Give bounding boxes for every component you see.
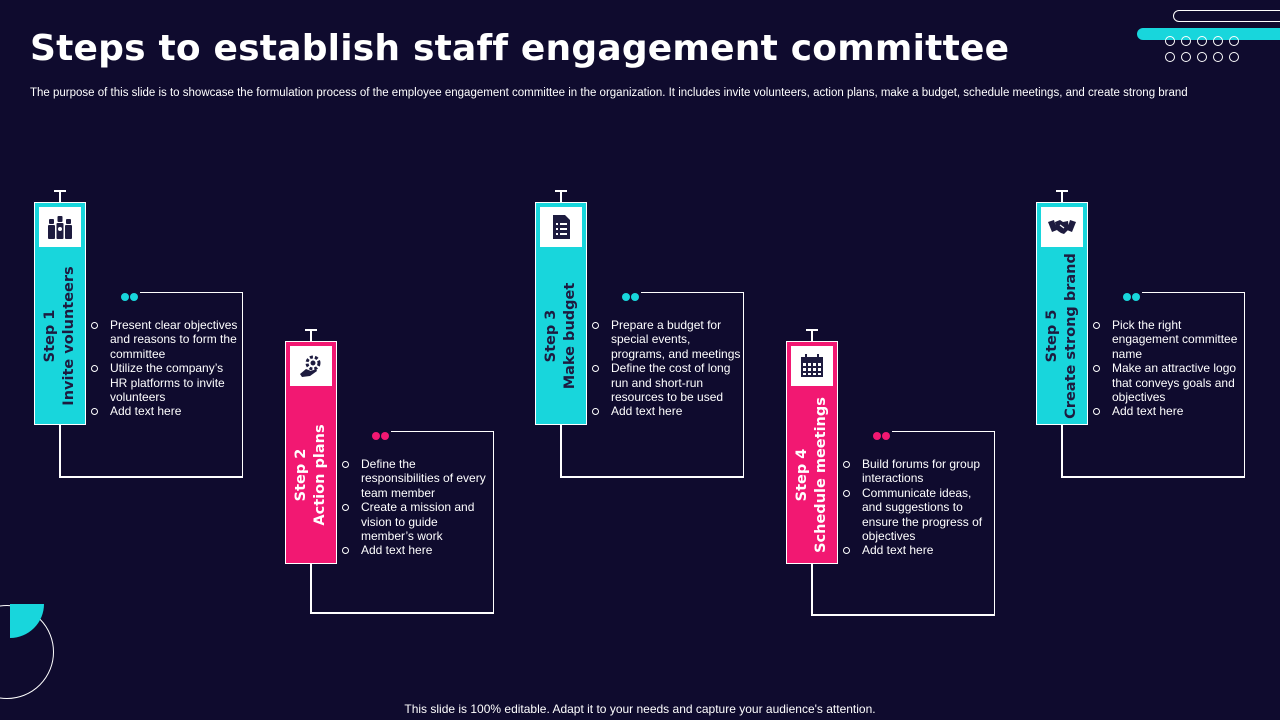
list-item: Communicate ideas, and suggestions to en… xyxy=(842,486,992,544)
step-1-dots xyxy=(121,288,139,306)
list-item: Make an attractive logo that conveys goa… xyxy=(1092,361,1242,404)
list-item: Present clear objectives and reasons to … xyxy=(90,318,240,361)
step-2-number: Step 2 xyxy=(293,448,309,502)
calendar-icon xyxy=(791,346,833,386)
step-3-label: Step 3 Make budget xyxy=(542,283,580,390)
slide-title: Steps to establish staff engagement comm… xyxy=(30,28,1010,69)
list-item: Add text here xyxy=(1092,404,1242,418)
step-3-points: Prepare a budget for special events, pro… xyxy=(591,318,741,419)
step-1-frame xyxy=(140,292,243,477)
step-4-points: Build forums for group interactions Comm… xyxy=(842,457,992,558)
list-item: Pick the right engagement committee name xyxy=(1092,318,1242,361)
step-4-frame xyxy=(892,431,995,615)
decorative-pill-outline xyxy=(1173,10,1280,22)
step-5-number: Step 5 xyxy=(1044,309,1060,363)
list-item: Prepare a budget for special events, pro… xyxy=(591,318,741,361)
step-2-name: Action plans xyxy=(312,424,328,526)
step-5-frame xyxy=(1142,292,1245,477)
list-item: Add text here xyxy=(90,404,240,418)
step-4-label: Step 4 Schedule meetings xyxy=(793,397,831,553)
decorative-bar xyxy=(1137,28,1280,40)
step-5-name: Create strong brand xyxy=(1063,253,1079,419)
step-2-points: Define the responsibilities of every tea… xyxy=(341,457,491,558)
step-1-name: Invite volunteers xyxy=(61,266,77,406)
step-2-label: Step 2 Action plans xyxy=(292,424,330,525)
step-4-dots xyxy=(873,427,891,445)
step-2-dots xyxy=(372,427,390,445)
step-1-number: Step 1 xyxy=(42,309,58,363)
step-4-number: Step 4 xyxy=(794,448,810,502)
list-item: Define the responsibilities of every tea… xyxy=(341,457,491,500)
list-item: Define the cost of long run and short-ru… xyxy=(591,361,741,404)
document-list-icon xyxy=(540,207,582,247)
step-1-label: Step 1 Invite volunteers xyxy=(41,266,79,405)
list-item: Add text here xyxy=(842,543,992,557)
list-item: Add text here xyxy=(591,404,741,418)
slide-footer: This slide is 100% editable. Adapt it to… xyxy=(404,702,876,716)
step-3-name: Make budget xyxy=(562,282,578,390)
step-4-name: Schedule meetings xyxy=(813,397,829,553)
gear-hand-icon xyxy=(290,346,332,386)
step-5-dots xyxy=(1123,288,1141,306)
step-1-points: Present clear objectives and reasons to … xyxy=(90,318,240,419)
step-3-number: Step 3 xyxy=(543,309,559,363)
list-item: Create a mission and vision to guide mem… xyxy=(341,500,491,543)
handshake-icon xyxy=(1041,207,1083,247)
slide-subtitle: The purpose of this slide is to showcase… xyxy=(30,87,1188,99)
list-item: Add text here xyxy=(341,543,491,557)
list-item: Utilize the company’s HR platforms to in… xyxy=(90,361,240,404)
step-3-dots xyxy=(622,288,640,306)
step-5-label: Step 5 Create strong brand xyxy=(1043,253,1081,419)
step-3-frame xyxy=(641,292,744,477)
list-item: Build forums for group interactions xyxy=(842,457,992,486)
raised-fists-icon xyxy=(39,207,81,247)
step-2-frame xyxy=(391,431,494,613)
step-5-points: Pick the right engagement committee name… xyxy=(1092,318,1242,419)
